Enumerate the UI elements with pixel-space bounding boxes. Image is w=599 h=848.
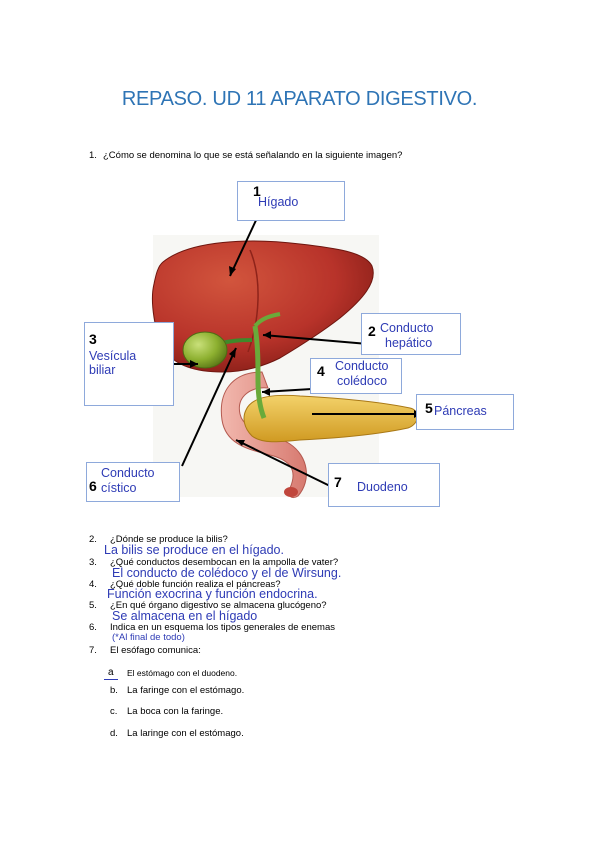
question-4-number: 4. — [89, 579, 97, 590]
label-7-text: Duodeno — [357, 480, 408, 494]
pointer-3-arrowhead — [190, 360, 198, 368]
option-b-letter: b. — [110, 685, 118, 696]
label-box-7 — [328, 463, 440, 507]
label-1-text: Hígado — [258, 195, 299, 209]
label-6-line1: Conducto — [101, 466, 155, 480]
digestive-organs-illustration — [120, 215, 422, 499]
question-6-number: 6. — [89, 622, 97, 633]
question-4-text: ¿Qué doble función realiza el páncreas? — [110, 579, 281, 590]
option-a-text: El estómago con el duodeno. — [127, 668, 238, 678]
label-box-5 — [416, 394, 514, 430]
label-box-2 — [361, 313, 461, 355]
pancreas-shape — [243, 394, 418, 443]
option-d-text: La laringe con el estómago. — [127, 728, 244, 739]
label-4-line1: Conducto — [335, 359, 389, 373]
pointer-4-arrowhead — [262, 388, 270, 396]
label-2-line1: Conducto — [380, 321, 434, 335]
label-3-line1: Vesícula — [89, 349, 137, 363]
label-6-number: 6 — [89, 478, 97, 494]
question-1-text: ¿Cómo se denomina lo que se está señalan… — [103, 150, 403, 161]
label-4-line2: colédoco — [337, 374, 388, 388]
pointer-7-arrowhead — [236, 440, 245, 446]
option-d-letter: d. — [110, 728, 118, 739]
hepatic-duct-shape — [253, 312, 281, 328]
pointer-6-arrowhead — [229, 348, 236, 358]
question-1-number: 1. — [89, 150, 97, 161]
label-box-1 — [237, 181, 345, 221]
label-3-number: 3 — [89, 331, 97, 347]
question-5-answer: Se almacena en el hígado — [112, 609, 258, 623]
question-3-answer: El conducto de colédoco y el de Wirsung. — [112, 566, 342, 580]
question-7-text: El esófago comunica: — [110, 645, 201, 656]
label-6-line2: cístico — [101, 481, 137, 495]
question-5-number: 5. — [89, 600, 97, 611]
label-2-number: 2 — [368, 323, 376, 339]
question-5-text: ¿En qué órgano digestivo se almacena glu… — [110, 600, 327, 611]
option-c-letter: c. — [110, 706, 118, 717]
question-2-text: ¿Dónde se produce la bilis? — [110, 534, 228, 545]
option-a-mark — [104, 679, 118, 680]
pointer-2-line — [262, 334, 369, 345]
label-2-line2: hepático — [385, 336, 433, 350]
common-bile-duct-shape — [252, 325, 267, 419]
option-a-letter: a — [108, 667, 114, 678]
question-3-number: 3. — [89, 557, 97, 568]
question-4-answer: Función exocrina y función endocrina. — [107, 587, 318, 601]
label-4-number: 4 — [317, 363, 325, 379]
pointer-7-line — [235, 439, 331, 487]
option-b-text: La faringe con el estómago. — [127, 685, 245, 696]
label-box-4 — [310, 358, 402, 394]
question-6-answer: (*Al final de todo) — [112, 632, 185, 643]
duodenum-opening — [284, 487, 298, 497]
label-7-number: 7 — [334, 474, 342, 490]
question-7-number: 7. — [89, 645, 97, 656]
question-2-answer: La bilis se produce en el hígado. — [104, 543, 284, 557]
question-2-number: 2. — [89, 534, 97, 545]
label-box-6 — [86, 462, 180, 502]
label-5-text: Páncreas — [434, 404, 487, 418]
question-6-text: Indica en un esquema los tipos generales… — [110, 622, 335, 633]
gallbladder-shape — [182, 331, 228, 369]
pointer-1-arrowhead — [229, 266, 236, 276]
pointer-2-arrowhead — [263, 331, 271, 339]
label-5-number: 5 — [425, 400, 433, 416]
pointer-6-line — [181, 347, 237, 467]
label-box-3 — [84, 322, 174, 406]
label-3-line2: biliar — [89, 363, 116, 377]
pointer-4-line — [261, 388, 313, 393]
page-title: REPASO. UD 11 APARATO DIGESTIVO. — [121, 88, 478, 110]
question-3-text: ¿Qué conductos desembocan en la ampolla … — [110, 557, 339, 568]
option-c-text: La boca con la faringe. — [127, 706, 224, 717]
label-1-number: 1 — [253, 183, 261, 199]
pointer-1-line — [229, 215, 259, 277]
